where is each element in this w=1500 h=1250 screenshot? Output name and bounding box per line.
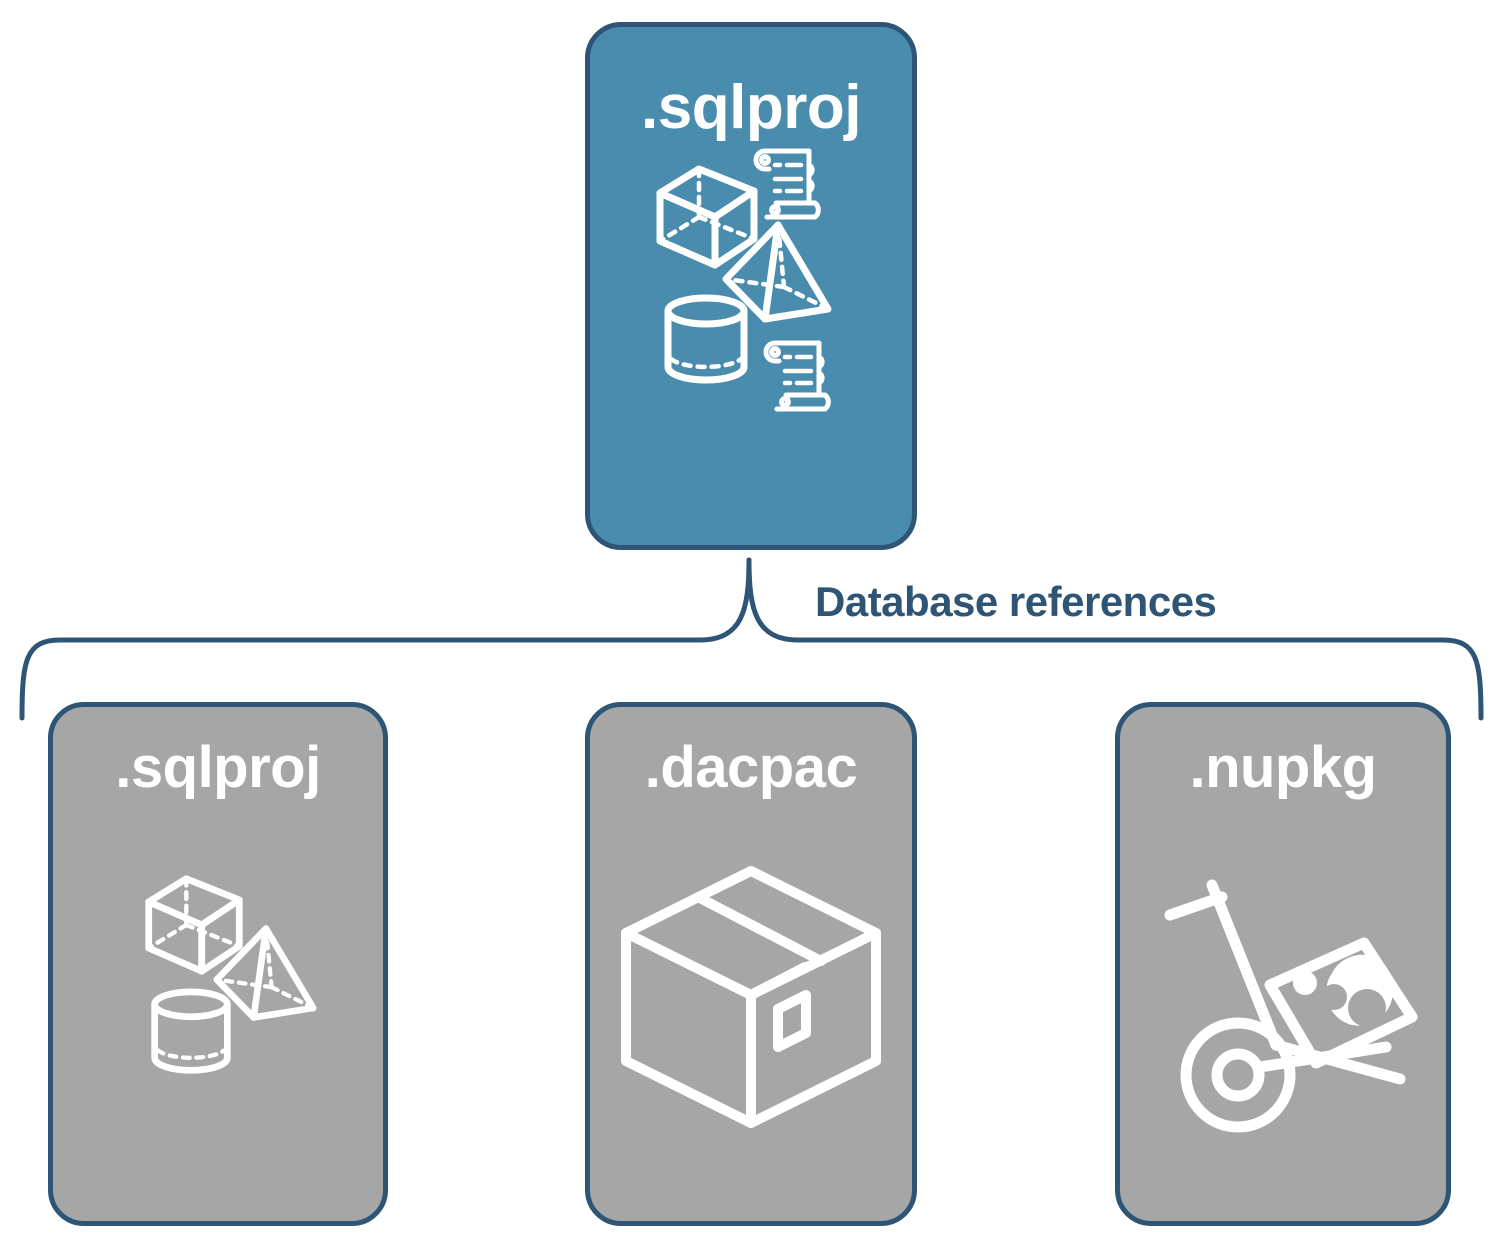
scroll-icon bbox=[753, 148, 821, 220]
card-title: .sqlproj bbox=[641, 73, 861, 142]
sqlproj-source-card[interactable]: .sqlproj bbox=[585, 22, 917, 550]
reference-card-dacpac[interactable]: .dacpac bbox=[585, 702, 917, 1226]
database-references-brace bbox=[19, 557, 1484, 721]
dacpac-icon-group bbox=[590, 797, 912, 1221]
card-title: .sqlproj bbox=[115, 735, 321, 800]
reference-card-nupkg[interactable]: .nupkg bbox=[1115, 702, 1451, 1226]
sqlproj-icon-group bbox=[590, 139, 912, 545]
connector-label: Database references bbox=[815, 578, 1217, 625]
scroll-icon bbox=[763, 340, 831, 412]
reference-card-sqlproj[interactable]: .sqlproj bbox=[48, 702, 388, 1226]
pyramid-icon bbox=[722, 221, 832, 323]
cube-icon bbox=[145, 875, 243, 975]
cube-icon bbox=[656, 165, 758, 269]
card-title: .dacpac bbox=[644, 735, 858, 800]
sqlproj-shapes-icon-group bbox=[53, 797, 383, 1221]
hand-truck-nuget-package-icon bbox=[1164, 879, 1418, 1133]
pyramid-icon bbox=[213, 925, 317, 1021]
cylinder-icon bbox=[151, 988, 231, 1074]
cylinder-icon bbox=[664, 294, 748, 384]
package-box-icon bbox=[621, 866, 881, 1128]
card-title: .nupkg bbox=[1189, 735, 1377, 800]
nupkg-icon-group bbox=[1120, 797, 1446, 1221]
